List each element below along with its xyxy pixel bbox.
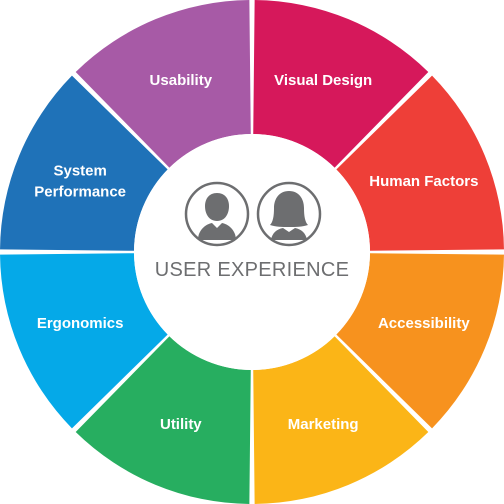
- center-hub: [134, 134, 370, 370]
- segment-utility: [75, 336, 251, 504]
- segment-ergonomics: [0, 253, 168, 429]
- segment-visual-design-label-line: Visual Design: [274, 72, 372, 89]
- segment-human-factors-label-line: Human Factors: [369, 173, 478, 190]
- segment-visual-design-label: Visual Design: [274, 72, 372, 89]
- segment-marketing-label-line: Marketing: [288, 416, 359, 433]
- segment-marketing: [253, 336, 429, 504]
- center-title: USER EXPERIENCE: [155, 259, 350, 281]
- male-user-icon: [184, 181, 250, 247]
- segment-usability: [75, 0, 251, 168]
- female-user-icon: [256, 181, 322, 247]
- segment-ergonomics-label-line: Ergonomics: [37, 315, 124, 332]
- segment-human-factors-label: Human Factors: [369, 173, 478, 190]
- segment-usability-label-line: Usability: [150, 72, 213, 89]
- segment-marketing-label: Marketing: [288, 416, 359, 433]
- segment-accessibility-label: Accessibility: [378, 315, 470, 332]
- segment-visual-design: [253, 0, 429, 168]
- segment-accessibility: [336, 253, 504, 429]
- segment-ergonomics-label: Ergonomics: [37, 315, 124, 332]
- segment-human-factors: [336, 75, 504, 251]
- segment-utility-label-line: Utility: [160, 416, 202, 433]
- segment-usability-label: Usability: [150, 72, 213, 89]
- segment-accessibility-label-line: Accessibility: [378, 315, 470, 332]
- segment-utility-label: Utility: [160, 416, 202, 433]
- segment-system-performance-label-line: Performance: [34, 183, 126, 200]
- segment-system-performance: [0, 75, 168, 251]
- segment-system-performance-label-line: System: [53, 162, 106, 179]
